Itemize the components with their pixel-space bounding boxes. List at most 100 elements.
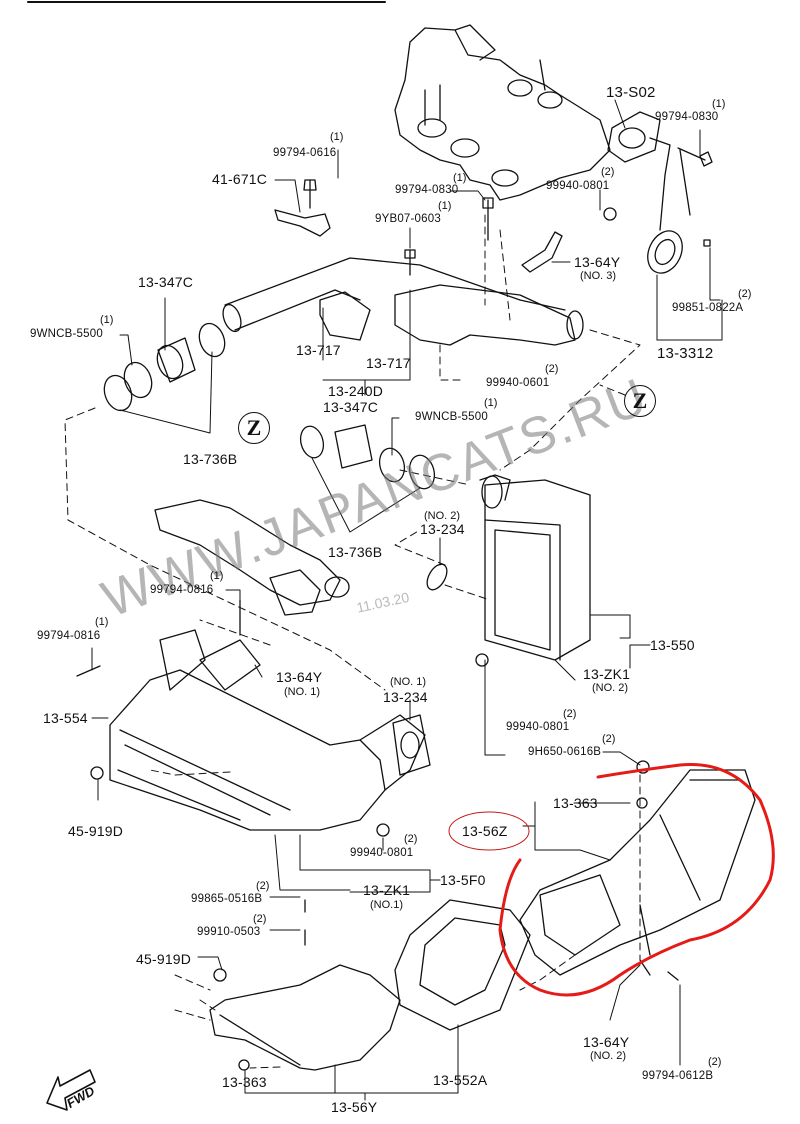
label-13-234-no2: 13-234: [420, 521, 465, 537]
label-99940-0801-mid: 99940-0801: [506, 721, 570, 733]
bracket-13-64Y-no1: [199, 639, 261, 691]
label-13-550: 13-550: [650, 637, 695, 653]
label-99794-0612B: 99794-0612B: [642, 1070, 714, 1082]
bracket-41-671C: [274, 179, 331, 237]
label-13-ZK1-no1: 13-ZK1: [363, 882, 411, 898]
reference-marker-z-right: Z: [624, 385, 656, 417]
qty-99940-0601: (2): [545, 363, 559, 375]
highlight-label-ellipse: [448, 811, 530, 851]
bolt-99794-0830-top: [677, 147, 713, 167]
qty-99940-0801-mid: (2): [563, 708, 577, 720]
qty-99794-0830-top: (1): [712, 98, 726, 110]
label-99940-0801-low: 99940-0801: [350, 847, 414, 859]
nut-99940-0801-top: [603, 207, 617, 221]
note-13-234-no2: (NO. 2): [424, 510, 461, 522]
label-13-5F0: 13-5F0: [440, 872, 486, 888]
qty-9WNCB-5500-middle: (1): [484, 397, 498, 409]
bolt-99794-0816-b: [76, 665, 101, 677]
label-13-64Y-no1: 13-64Y: [276, 669, 323, 685]
air-pipe-middle: [154, 499, 350, 616]
label-13-240D: 13-240D: [328, 383, 384, 399]
highlight-annotation: [498, 762, 775, 997]
label-13-64Y-no3: 13-64Y: [574, 254, 621, 270]
note-13-ZK1-no1: (NO.1): [370, 899, 403, 911]
label-13-347C-middle: 13-347C: [323, 399, 379, 415]
note-13-ZK1-no2: (NO. 2): [592, 682, 629, 694]
label-13-552A: 13-552A: [433, 1072, 488, 1088]
fwd-arrow-icon: [46, 1069, 96, 1111]
qty-9H650-0616B: (2): [602, 733, 616, 745]
label-13-56Z: 13-56Z: [462, 823, 508, 839]
label-13-717-right: 13-717: [366, 355, 411, 371]
clamps-upper-left: [103, 322, 226, 412]
qty-99794-0612B: (2): [708, 1056, 722, 1068]
qty-9YB07-0603: (1): [438, 200, 452, 212]
grommet-45-919D: [90, 766, 104, 780]
label-99794-0616: 99794-0616: [273, 147, 337, 159]
qty-99910-0503: (2): [253, 913, 267, 925]
qty-9WNCB-5500-upper: (1): [100, 314, 114, 326]
assembly-dashed-lines: [64, 214, 641, 1069]
pipe-bracket-2: [679, 149, 691, 216]
bracket-13-64Y-no3: [521, 231, 563, 273]
label-13-S02: 13-S02: [606, 84, 656, 101]
grommet-13-363-lower: [238, 1059, 250, 1071]
reference-marker-z-left: Z: [238, 412, 270, 444]
qty-99794-0816-a: (1): [210, 570, 224, 582]
clamps-middle: [299, 424, 436, 490]
label-99865-0516B: 99865-0516B: [191, 893, 263, 905]
label-45-919D-lower: 45-919D: [136, 951, 192, 967]
label-99794-0830-mid: 99794-0830: [395, 184, 459, 196]
note-13-64Y-no2: (NO. 2): [590, 1050, 627, 1062]
intercooler-13-550: [479, 474, 591, 661]
note-13-64Y-no3: (NO. 3): [580, 270, 617, 282]
qty-99851-0822A: (2): [738, 288, 752, 300]
label-13-64Y-no2: 13-64Y: [583, 1034, 630, 1050]
note-13-64Y-no1: (NO. 1): [284, 686, 321, 698]
label-41-671C: 41-671C: [212, 171, 268, 187]
label-13-234-no1: 13-234: [383, 689, 428, 705]
label-99851-0822A: 99851-0822A: [672, 302, 744, 314]
leader-lines: [91, 99, 723, 1101]
label-99794-0830-top: 99794-0830: [655, 111, 719, 123]
label-9WNCB-5500-upper: 9WNCB-5500: [30, 328, 103, 340]
qty-99794-0830-mid: (1): [453, 172, 467, 184]
qty-99940-0801-low: (2): [404, 833, 418, 845]
label-99794-0816-b: 99794-0816: [37, 630, 101, 642]
air-duct-13-56Y: [209, 964, 401, 1071]
gasket-13-234-no1: [392, 714, 431, 776]
bolt-9H650-0616B: [636, 760, 650, 774]
bolt-head-2: [404, 249, 416, 259]
label-13-363-lower: 13-363: [222, 1074, 267, 1090]
boot-13-552A: [394, 899, 531, 1031]
label-13-347C-upper: 13-347C: [138, 274, 194, 290]
gasket-13-S02: [607, 111, 661, 163]
grommet-45-919D-lower: [213, 968, 227, 982]
label-9H650-0616B: 9H650-0616B: [528, 746, 602, 758]
note-13-234-no1: (NO. 1): [390, 676, 427, 688]
grommet-13-363-upper: [636, 797, 648, 809]
nut-99940-0801-low: [376, 823, 390, 837]
qty-99794-0816-b: (1): [95, 616, 109, 628]
bolt-head: [482, 197, 494, 209]
label-13-717-left: 13-717: [296, 342, 341, 358]
stud-99851: [703, 239, 711, 247]
label-13-56Y: 13-56Y: [331, 1099, 378, 1115]
bolt-99794-0612B: [639, 959, 679, 981]
label-13-3312: 13-3312: [657, 345, 714, 362]
label-9YB07-0603: 9YB07-0603: [375, 213, 441, 225]
label-99910-0503: 99910-0503: [197, 926, 261, 938]
label-13-736B-lower: 13-736B: [328, 544, 383, 560]
qty-99794-0616: (1): [330, 131, 344, 143]
label-13-363-upper: 13-363: [553, 795, 598, 811]
label-99794-0816-a: 99794-0816: [150, 584, 214, 596]
label-45-919D-upper: 45-919D: [68, 823, 124, 839]
qty-99940-0801-top: (2): [601, 166, 615, 178]
flange-13-3312: [647, 230, 683, 274]
label-13-ZK1-no2: 13-ZK1: [583, 666, 631, 682]
label-99940-0601: 99940-0601: [486, 377, 550, 389]
gasket-13-234-no2: [426, 563, 448, 591]
intake-manifold: [394, 24, 611, 201]
